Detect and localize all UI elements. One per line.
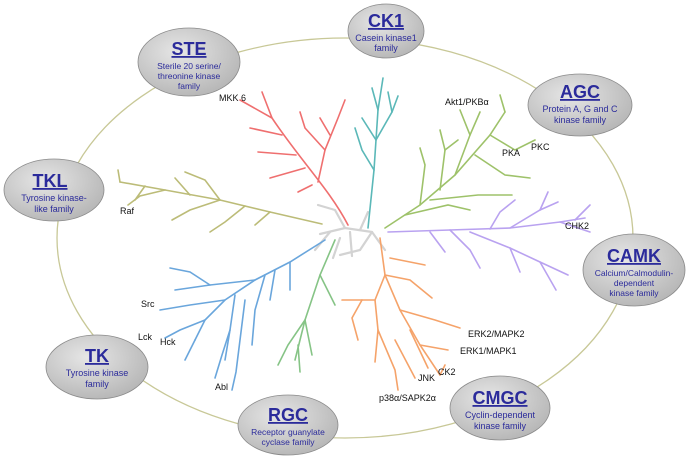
family-desc-line: family (178, 81, 201, 91)
bubble-shape (449, 375, 551, 441)
family-desc-line: like family (34, 204, 74, 214)
kinase-label: Abl (215, 382, 228, 392)
branch-cmgc (341, 237, 461, 391)
kinase-label: MKK 6 (219, 93, 246, 103)
family-desc-line: family (85, 379, 109, 389)
branch-ste (239, 91, 349, 226)
family-abbr: TK (85, 346, 109, 366)
kinase-label: PKA (502, 148, 520, 158)
kinase-label: CK2 (438, 367, 456, 377)
family-desc-line: Sterile 20 serine/ (157, 61, 221, 71)
family-desc-line: cyclase family (262, 437, 316, 447)
family-bubble-rgc: RGC Receptor guanylate cyclase family (237, 394, 339, 456)
kinase-label: ERK2/MAPK2 (468, 329, 525, 339)
kinase-labels: MKK 6 Akt1/PKBα PKA PKC Raf CHK2 Src Lck… (120, 93, 589, 403)
bubble-shape (527, 73, 633, 137)
family-bubble-ck1: CK1 Casein kinase1 family (347, 3, 425, 59)
kinase-label: Lck (138, 332, 153, 342)
bubble-shape (237, 394, 339, 456)
family-abbr: STE (171, 39, 206, 59)
phylogenetic-tree (117, 77, 591, 391)
family-desc-line: Cyclin-dependent (465, 410, 536, 420)
bubble-shape (137, 27, 241, 97)
kinase-label: Src (141, 299, 155, 309)
family-desc-line: kinase family (554, 115, 607, 125)
family-abbr: AGC (560, 82, 600, 102)
kinase-label: Akt1/PKBα (445, 97, 489, 107)
kinase-label: Hck (160, 337, 176, 347)
branch-tk (159, 239, 326, 391)
family-desc-line: threonine kinase (158, 71, 221, 81)
family-desc-line: Tyrosine kinase- (21, 193, 87, 203)
family-desc-line: family (374, 43, 398, 53)
branch-rgc (277, 239, 336, 373)
family-desc-line: Tyrosine kinase (66, 368, 129, 378)
kinase-label: PKC (531, 142, 550, 152)
kinase-label: p38α/SAPK2α (379, 393, 436, 403)
family-abbr: RGC (268, 405, 308, 425)
family-desc-line: kinase family (609, 288, 659, 298)
family-bubble-agc: AGC Protein A, G and C kinase family (527, 73, 633, 137)
family-bubble-tkl: TKL Tyrosine kinase- like family (3, 158, 105, 222)
bubble-shape (347, 3, 425, 59)
branch-camk (387, 191, 591, 291)
branch-tkl (117, 169, 323, 233)
kinase-label: Raf (120, 206, 135, 216)
family-abbr: TKL (33, 171, 68, 191)
kinase-label: CHK2 (565, 221, 589, 231)
family-bubble-tk: TK Tyrosine kinase family (45, 334, 149, 400)
kinase-label: ERK1/MAPK1 (460, 346, 517, 356)
branch-ck1 (354, 77, 399, 229)
family-desc-line: dependent (614, 278, 655, 288)
family-desc-line: Receptor guanylate (251, 427, 325, 437)
family-desc-line: Casein kinase1 (355, 33, 417, 43)
family-desc-line: kinase family (474, 421, 527, 431)
bubble-shape (3, 158, 105, 222)
branch-agc (384, 94, 536, 229)
family-abbr: CK1 (368, 11, 404, 31)
root-branches (313, 203, 387, 260)
family-bubble-cmgc: CMGC Cyclin-dependent kinase family (449, 375, 551, 441)
kinase-label: JNK (418, 373, 435, 383)
family-abbr: CAMK (607, 246, 661, 266)
family-bubble-ste: STE Sterile 20 serine/ threonine kinase … (137, 27, 241, 97)
bubble-shape (45, 334, 149, 400)
family-desc-line: Protein A, G and C (542, 104, 618, 114)
bubble-shape (582, 233, 686, 307)
family-abbr: CMGC (473, 388, 528, 408)
family-desc-line: Calcium/Calmodulin- (595, 268, 674, 278)
family-bubble-camk: CAMK Calcium/Calmodulin- dependent kinas… (582, 233, 686, 307)
